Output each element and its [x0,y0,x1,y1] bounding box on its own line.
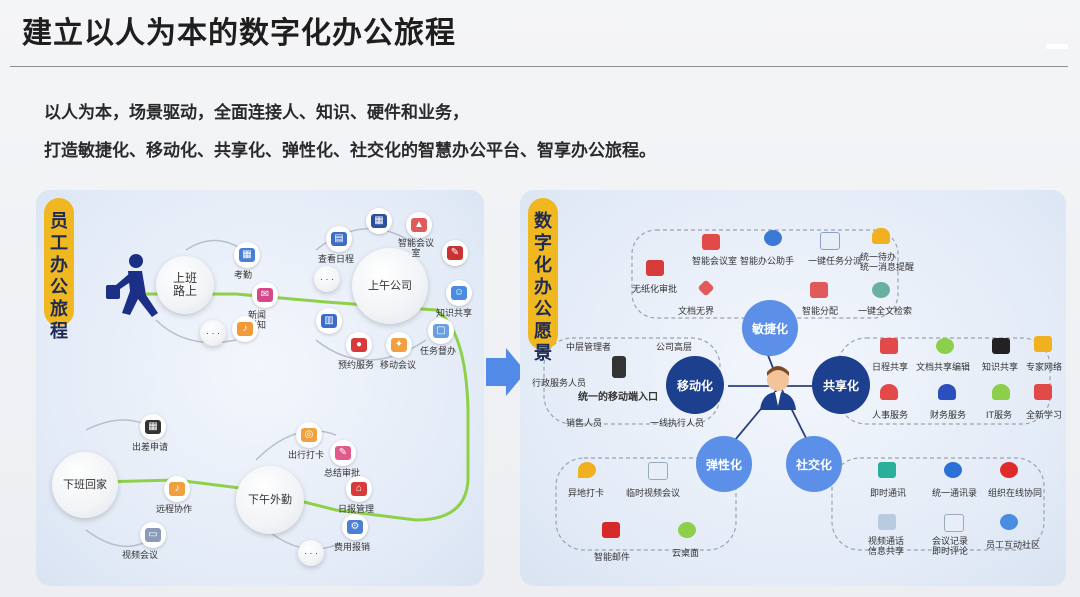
smart-assign-icon [810,282,828,298]
more-dots-1: · · · [200,320,226,346]
manager-icon [760,366,796,410]
mail-icon [602,522,620,538]
visit-icon: ◎ [296,422,322,448]
office-building-icon: ▥ [316,308,342,334]
cloud-desktop-icon [678,522,696,538]
schedule-icon: ▤ [326,226,352,252]
search-icon [872,282,890,298]
meeting-room-icon [702,234,720,250]
checkin-icon: ▦ [140,414,166,440]
subtitle-line-2: 打造敏捷化、移动化、共享化、弹性化、社交化的智慧办公平台、智享办公旅程。 [44,141,656,160]
calendar-icon: ▦ [366,208,392,234]
expert-icon [1034,336,1052,352]
core-agile: 敏捷化 [742,300,798,356]
employee-journey-panel: 员工办 公旅程 上班 路上 上午公司 下班回家 下午外勤 · · · · · ·… [36,190,484,586]
core-share: 共享化 [812,356,870,414]
subtitle-line-1: 以人为本，场景驱动，全面连接人、知识、硬件和业务， [44,103,469,122]
journey-connectors [85,227,470,550]
corner-decoration [1046,44,1068,49]
paperless-icon [646,260,664,276]
title-divider [10,66,1068,67]
video-icon: ▭ [140,522,166,548]
attendance-icon: ▦ [234,242,260,268]
bell-icon [872,228,890,244]
doc-edit-icon [936,338,954,354]
core-elastic: 弹性化 [696,436,752,492]
core-mobile: 移动化 [666,356,724,414]
meeting-notes-icon [944,514,964,532]
schedule-share-icon [880,338,898,354]
mobile-phone-icon [612,356,626,378]
learning-icon [1034,384,1052,400]
task-dispatch-icon [820,232,840,250]
vision-connectors [543,229,1051,551]
more-dots-2: · · · [314,266,340,292]
hub-commute: 上班 路上 [156,256,214,314]
reimburse-icon: ⚙ [342,514,368,540]
approval-icon: ✎ [442,240,468,266]
it-service-icon [992,384,1010,400]
finance-icon [938,384,956,400]
video-call-icon [878,514,896,530]
runner-icon [106,254,158,317]
task-icon: ▢ [428,318,454,344]
hub-office: 上午公司 [352,248,428,324]
expense-icon: ✎ [330,440,356,466]
core-social: 社交化 [786,436,842,492]
knowledge-icon [992,338,1010,354]
digital-office-vision-panel: 数字化 办公愿 景 敏捷化 移动化 共享化 弹性化 社交化 智能会议室 智能办公… [520,190,1066,586]
community-icon [1000,514,1018,530]
team-share-icon: ☺ [446,280,472,306]
reminder-bell-icon: ♪ [232,316,258,342]
more-dots-3: · · · [298,540,324,566]
news-icon: ✉ [252,282,278,308]
journey-label-pill: 员工办 公旅程 [44,198,74,341]
assistant-icon [764,230,782,246]
location-icon [578,462,596,478]
page-title: 建立以人为本的数字化办公旅程 [22,17,456,50]
contacts-icon [944,462,962,478]
home-office-bell-icon: ♪ [164,476,190,502]
mobile-entry-label: 统一的移动端入口 [578,392,658,403]
vision-label-pill: 数字化 办公愿 景 [528,198,558,363]
learning-icon: ⌂ [346,476,372,502]
im-icon [878,462,896,478]
video-meeting-icon [648,462,668,480]
org-collab-icon [1000,462,1018,478]
meeting-room-icon: ▲ [406,212,432,238]
mobile-meeting-icon: ✦ [386,332,412,358]
hub-offwork: 下班回家 [52,452,118,518]
hub-afternoon: 下午外勤 [236,466,304,534]
reservation-icon: ● [346,332,372,358]
hr-icon [880,384,898,400]
